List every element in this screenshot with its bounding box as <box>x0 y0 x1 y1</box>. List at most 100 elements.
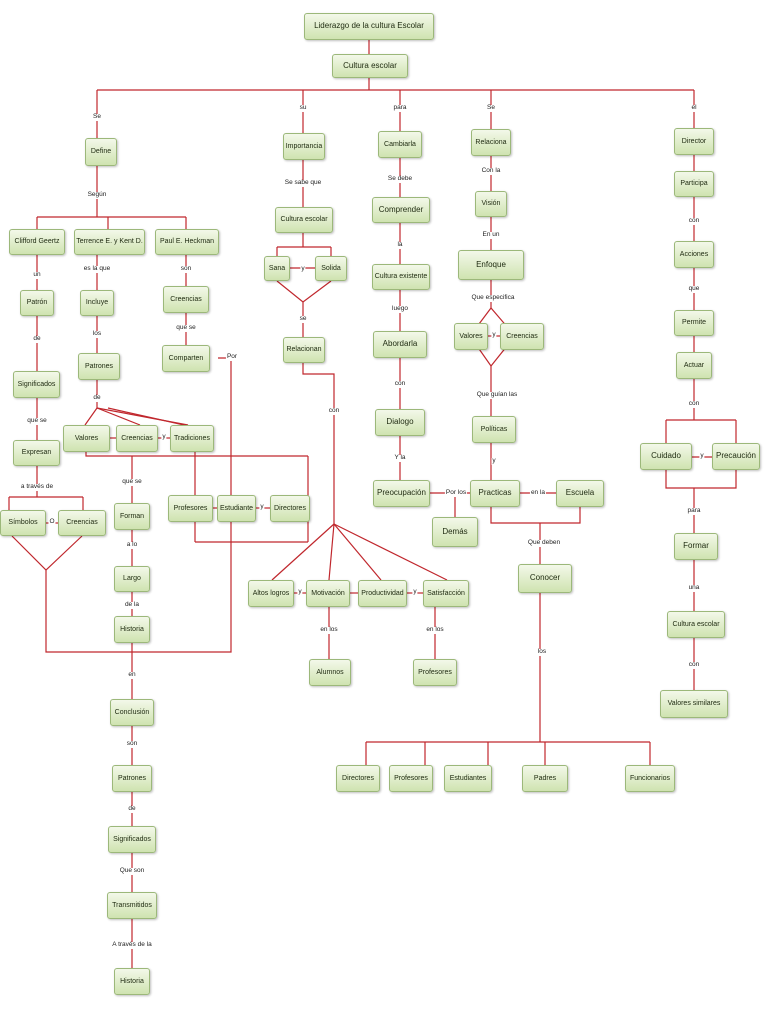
label-que-se-1: que se <box>26 417 48 425</box>
node-sana: Sana <box>264 256 290 281</box>
node-tradiciones: Tradiciones <box>170 425 214 452</box>
node-patrones-2: Patrones <box>112 765 152 792</box>
node-permite: Permite <box>674 310 714 336</box>
label-para-2: para <box>686 507 702 515</box>
label-que-se-3: que se <box>175 324 197 332</box>
node-importancia: Importancia <box>283 133 325 160</box>
node-cultura-escolar: Cultura escolar <box>332 54 408 78</box>
node-vision: Visión <box>475 191 507 217</box>
node-preocupacion: Preocupación <box>373 480 430 507</box>
node-altos-logros: Altos logros <box>248 580 294 607</box>
node-abordarla: Abordarla <box>373 331 427 358</box>
node-expresan: Expresan <box>13 440 60 466</box>
label-con-4: con <box>687 400 701 408</box>
node-creencias-2: Creencias <box>116 425 158 452</box>
label-una: una <box>687 584 701 592</box>
node-padres: Padres <box>522 765 568 792</box>
label-segun: Según <box>86 191 108 199</box>
node-cultura-escolar-2: Cultura escolar <box>275 207 333 233</box>
label-y-1: y <box>161 433 167 441</box>
node-participa: Participa <box>674 171 714 197</box>
node-actuar: Actuar <box>676 352 712 379</box>
label-con-5: con <box>687 661 701 669</box>
label-el: el <box>690 104 698 112</box>
label-de-2: de <box>92 394 102 402</box>
node-creencias-4: Creencias <box>500 323 544 350</box>
node-valores-1: Valores <box>63 425 110 452</box>
node-directores-1: Directores <box>270 495 310 522</box>
node-paul: Paul E. Heckman <box>155 229 219 255</box>
label-que-deben: Que deben <box>526 539 562 547</box>
label-que-especifica: Que especifica <box>470 294 516 302</box>
node-cuidado: Cuidado <box>640 443 692 470</box>
node-profesores-3: Profesores <box>389 765 433 792</box>
label-se: Se <box>92 113 102 121</box>
label-y-la: Y la <box>393 454 407 462</box>
label-en-la: en la <box>529 489 547 497</box>
label-de-la: de la <box>123 601 141 609</box>
label-un: un <box>32 271 42 279</box>
node-cultura-escolar-3: Cultura escolar <box>667 611 725 638</box>
label-por-los: Por los <box>444 489 468 497</box>
label-y-4: y <box>297 588 303 596</box>
node-liderazgo: Liderazgo de la cultura Escolar <box>304 13 434 40</box>
label-con-3: con <box>687 217 701 225</box>
node-alumnos: Alumnos <box>309 659 351 686</box>
node-profesores-2: Profesores <box>413 659 457 686</box>
node-creencias-1: Creencias <box>58 510 106 536</box>
node-demas: Demás <box>432 517 478 547</box>
node-directores-2: Directores <box>336 765 380 792</box>
label-se-sabe-que: Se sabe que <box>283 179 323 187</box>
node-conclusion: Conclusión <box>110 699 154 726</box>
node-funcionarios: Funcionarios <box>625 765 675 792</box>
label-son-1: son <box>125 740 139 748</box>
node-forman: Forman <box>114 503 150 530</box>
label-los: los <box>91 330 103 338</box>
node-comprender: Comprender <box>372 197 430 223</box>
label-y-6: y <box>491 331 497 339</box>
label-en: en <box>127 671 137 679</box>
node-transmitidos: Transmitidos <box>107 892 157 919</box>
label-en-los-1: en los <box>319 626 339 634</box>
node-clifford: Clifford Geertz <box>9 229 65 255</box>
label-a-traves-de: a través de <box>19 483 55 491</box>
node-practicas: Practicas <box>470 480 520 507</box>
label-que-son: Que son <box>118 867 146 875</box>
node-estudiantes: Estudiantes <box>444 765 492 792</box>
node-conocer: Conocer <box>518 564 572 593</box>
node-formar: Formar <box>674 533 718 560</box>
node-satisfaccion: Satisfacción <box>423 580 469 607</box>
label-y-7: y <box>491 457 497 465</box>
node-creencias-3: Creencias <box>163 286 209 313</box>
label-en-los-2: en los <box>425 626 445 634</box>
node-incluye: Incluye <box>80 290 114 316</box>
label-de-1: de <box>32 335 42 343</box>
node-comparten: Comparten <box>162 345 210 372</box>
node-profesores-1: Profesores <box>168 495 213 522</box>
node-dialogo: Dialogo <box>375 409 425 436</box>
node-relacionan: Relacionan <box>283 337 325 363</box>
label-se-debe: Se debe <box>386 175 414 183</box>
label-que: que <box>687 285 701 293</box>
label-por: Por <box>225 353 239 361</box>
label-en-un: En un <box>481 231 501 239</box>
label-y-3: y <box>300 265 306 273</box>
label-con-2: con <box>393 380 407 388</box>
label-con-1: con <box>327 407 341 415</box>
label-a-traves-de-la: A través de la <box>111 941 153 949</box>
node-solida: Solida <box>315 256 347 281</box>
node-relaciona: Relaciona <box>471 129 511 156</box>
node-estudiante: Estudiante <box>217 495 256 522</box>
label-o: O <box>48 518 56 526</box>
node-valores-2: Valores <box>454 323 488 350</box>
label-que-guian-las: Que guían las <box>475 391 519 399</box>
label-para: para <box>392 104 408 112</box>
node-largo: Largo <box>114 566 150 592</box>
node-historia-2: Historia <box>114 968 150 995</box>
node-escuela: Escuela <box>556 480 604 507</box>
node-simbolos: Símbolos <box>0 510 46 536</box>
label-a-lo: a lo <box>125 541 139 549</box>
label-se-2: Se <box>486 104 496 112</box>
node-cultura-existente: Cultura existente <box>372 264 430 290</box>
